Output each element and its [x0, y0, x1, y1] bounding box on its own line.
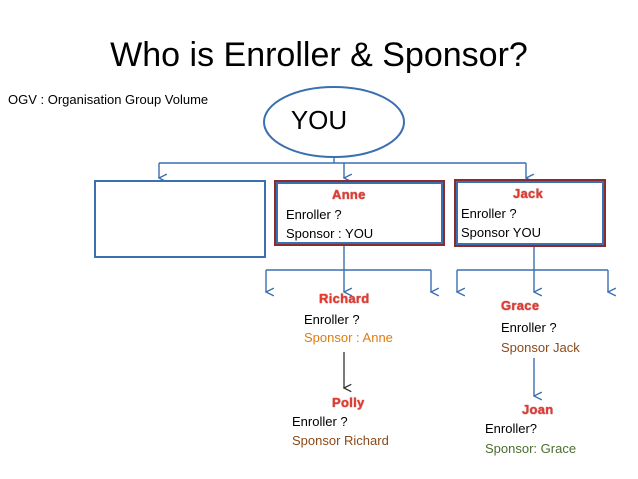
richard-name: Richard — [319, 291, 370, 306]
grace-sponsor: Sponsor Jack — [501, 340, 580, 355]
joan-sponsor: Sponsor: Grace — [485, 441, 577, 456]
richard-enroller: Enroller ? — [304, 312, 360, 327]
jack-name: Jack — [513, 186, 544, 201]
joan-enroller: Enroller? — [485, 421, 538, 436]
richard-sponsor: Sponsor : Anne — [304, 330, 393, 345]
jack-box — [454, 179, 606, 247]
jack-connectors — [457, 247, 608, 292]
polly-name: Polly — [332, 395, 365, 410]
empty-box — [94, 180, 266, 258]
polly-enroller: Enroller ? — [292, 414, 348, 429]
level1-connectors — [159, 157, 526, 178]
jack-sponsor: Sponsor YOU — [461, 225, 541, 240]
polly-sponsor: Sponsor Richard — [292, 433, 389, 448]
jack-enroller: Enroller ? — [461, 206, 517, 221]
ogv-legend: OGV : Organisation Group Volume — [8, 92, 209, 107]
anne-name: Anne — [332, 187, 366, 202]
joan-name: Joan — [522, 402, 554, 417]
you-node — [263, 86, 405, 158]
anne-enroller: Enroller ? — [286, 207, 342, 222]
anne-connectors — [266, 246, 431, 292]
page-title: Who is Enroller & Sponsor? — [110, 36, 528, 74]
anne-sponsor: Sponsor : YOU — [286, 226, 374, 241]
grace-enroller: Enroller ? — [501, 320, 557, 335]
grace-name: Grace — [501, 298, 540, 313]
anne-box — [274, 180, 445, 246]
